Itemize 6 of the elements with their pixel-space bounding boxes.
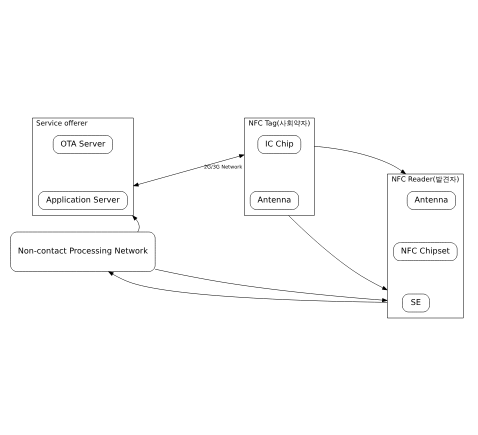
arrow	[108, 270, 388, 302]
arrow	[314, 146, 406, 174]
arrow	[288, 214, 388, 290]
arrow	[154, 268, 388, 302]
arrow	[133, 154, 245, 186]
arrow	[132, 214, 140, 232]
